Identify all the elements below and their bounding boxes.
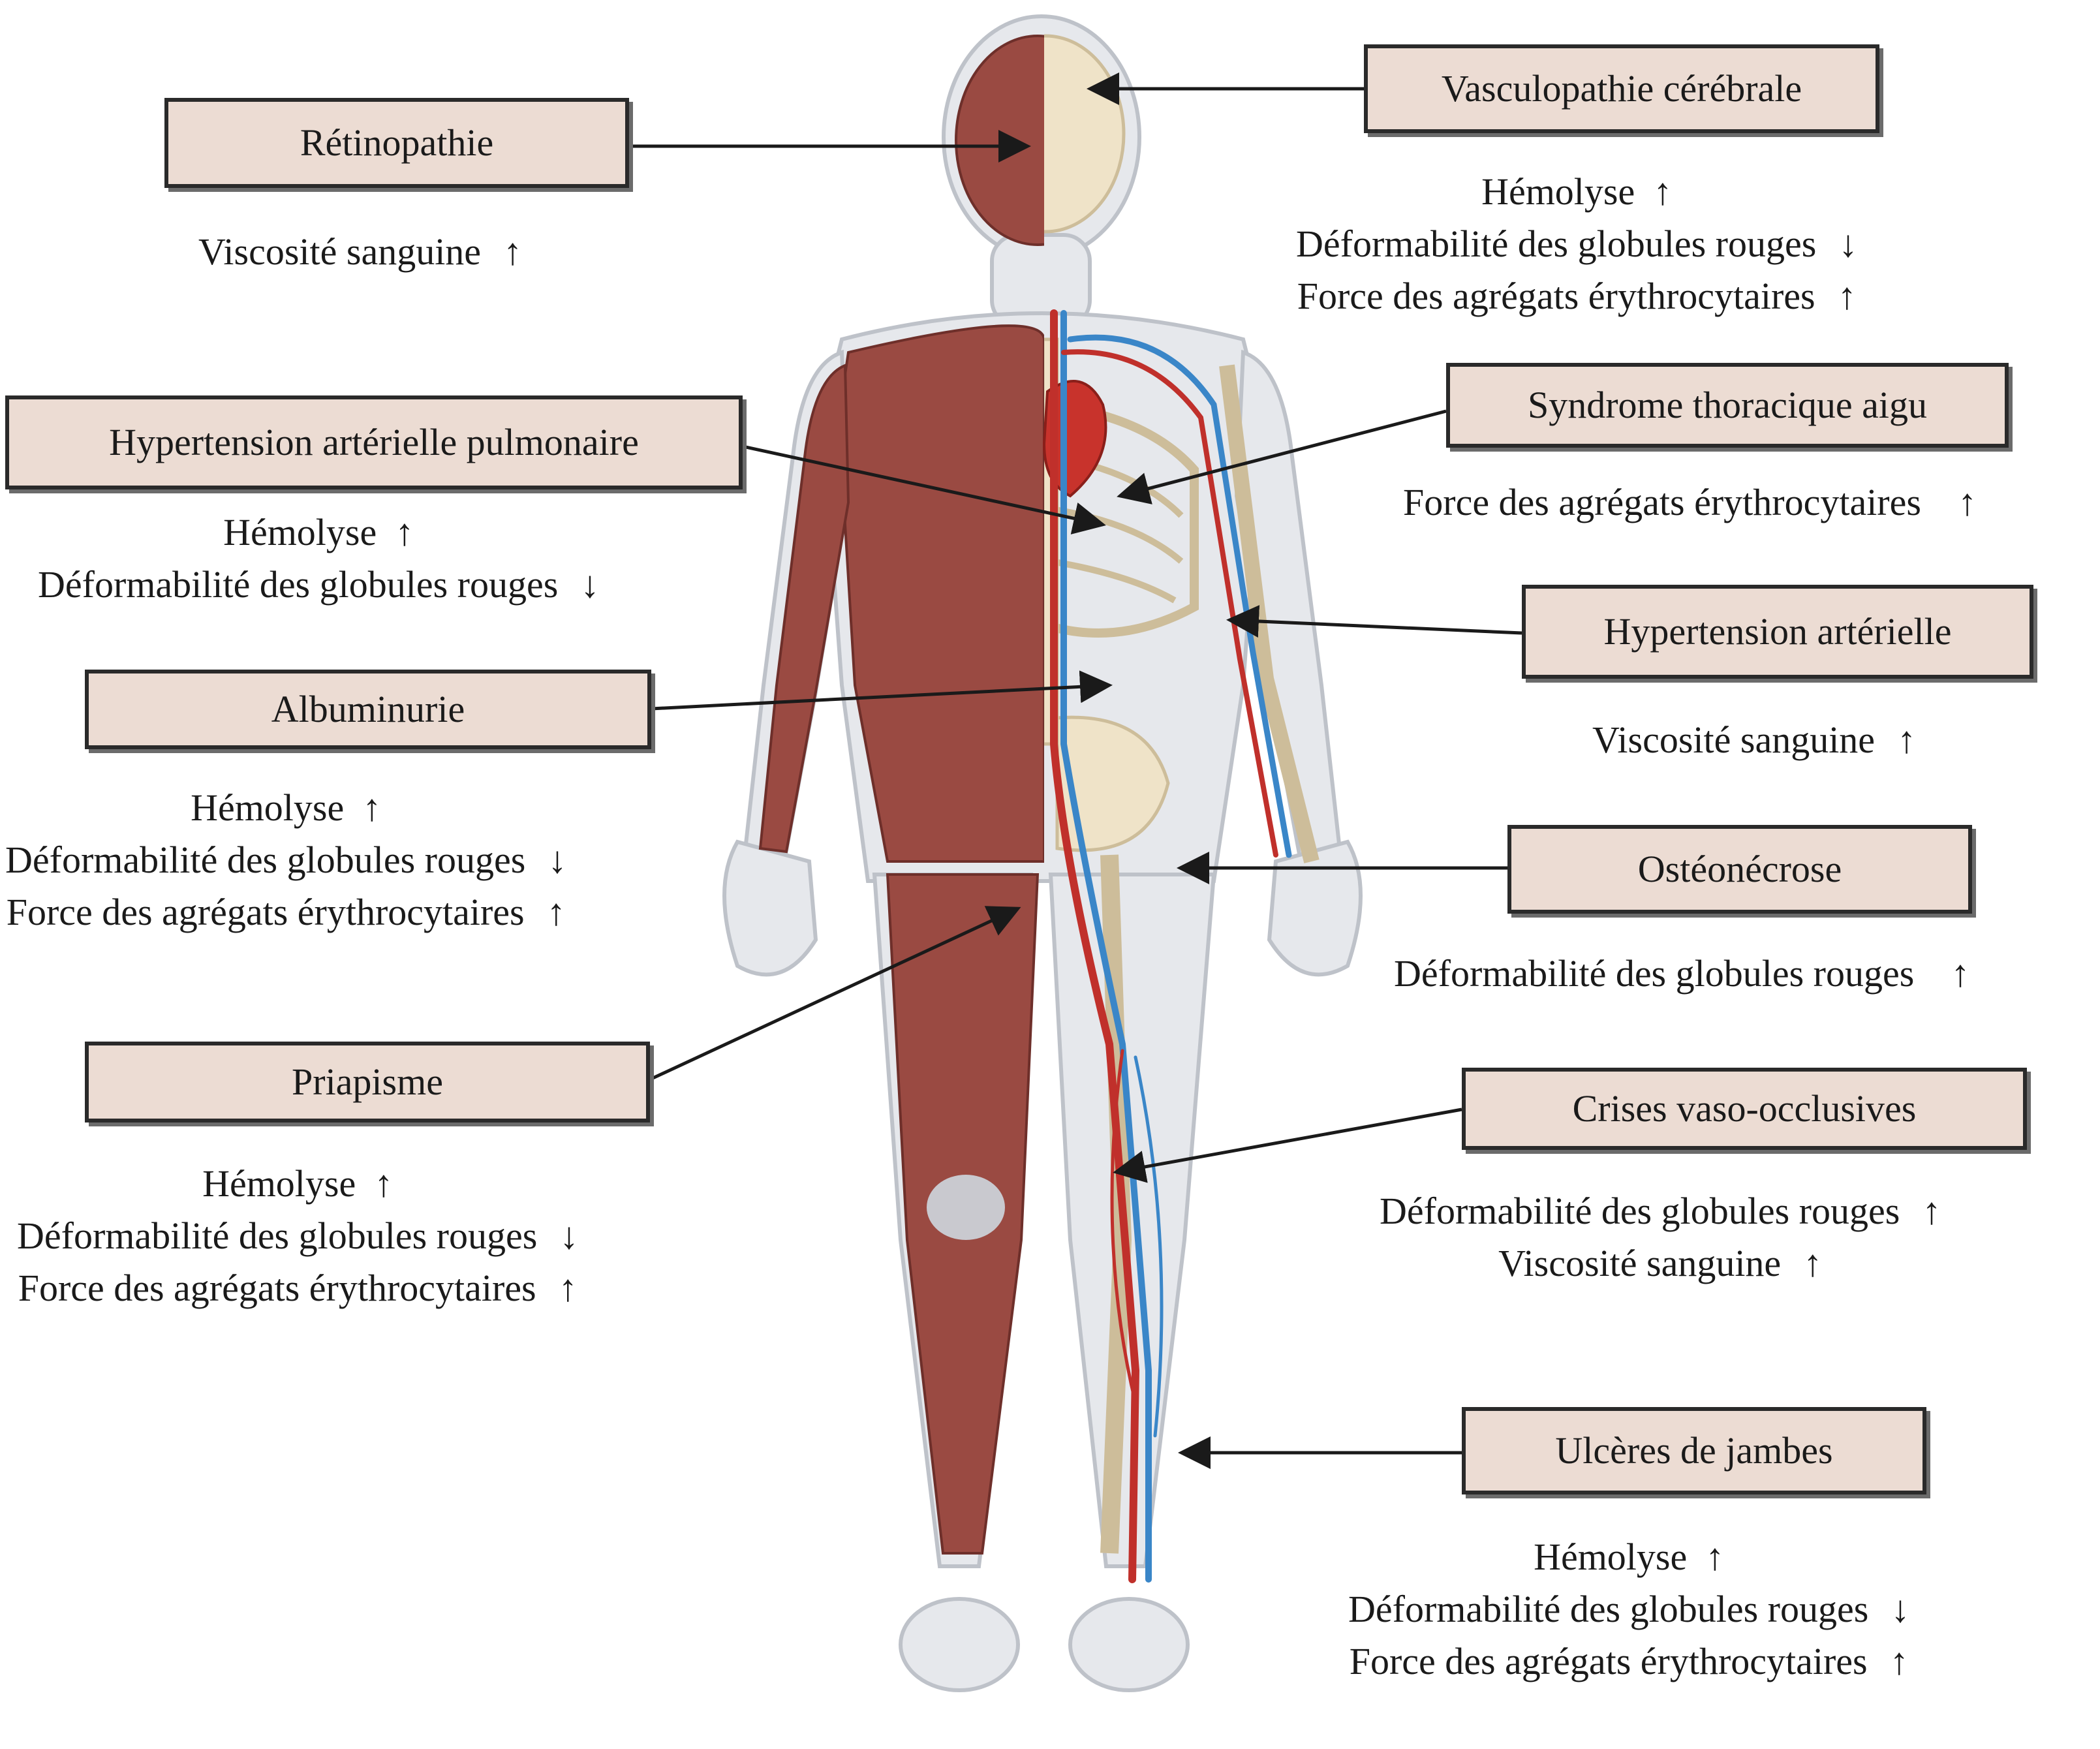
effect-line: Viscosité sanguine↑ (1592, 714, 1916, 766)
effects-hypertension-arterielle-pulmonaire: Hémolyse↑ Déformabilité des globules rou… (38, 506, 599, 611)
arrow-priapisme (649, 906, 1021, 1081)
down-arrow-icon: ↓ (580, 563, 600, 606)
effect-line: Viscosité sanguine↑ (1380, 1237, 1941, 1290)
callout-box-hypertension-arterielle: Hypertension artérielle (1522, 585, 2033, 679)
down-arrow-icon: ↓ (1891, 1588, 1910, 1630)
effect-line: Déformabilité des globules rouges↓ (5, 834, 566, 886)
up-arrow-icon: ↑ (1951, 952, 1970, 995)
up-arrow-icon: ↑ (1957, 481, 1977, 523)
effect-line: Force des agrégats érythrocytaires↑ (1296, 270, 1857, 322)
effects-retinopathie: Viscosité sanguine↑ (198, 226, 522, 278)
callout-box-vasculopathie-cerebrale: Vasculopathie cérébrale (1364, 44, 1879, 133)
arrow-albuminurie (651, 670, 1113, 711)
blood-vessels (1050, 309, 1292, 1583)
effect-line: Hémolyse↑ (38, 506, 599, 559)
effect-line: Déformabilité des globules rouges↓ (1296, 218, 1857, 270)
effect-line: Déformabilité des globules rouges↓ (1348, 1583, 1909, 1635)
effects-ulceres-de-jambes: Hémolyse↑ Déformabilité des globules rou… (1348, 1531, 1909, 1688)
callout-label: Ostéonécrose (1637, 848, 1842, 890)
effects-priapisme: Hémolyse↑ Déformabilité des globules rou… (17, 1158, 578, 1314)
effect-line: Déformabilité des globules rouges↓ (38, 559, 599, 611)
callout-box-priapisme: Priapisme (85, 1042, 650, 1122)
up-arrow-icon: ↑ (362, 786, 382, 829)
effect-line: Déformabilité des globules rouges↑ (1394, 948, 1969, 1000)
down-arrow-icon: ↓ (548, 839, 567, 881)
effect-line: Force des agrégats érythrocytaires↑ (17, 1262, 578, 1314)
arrow-crises (1113, 1107, 1462, 1183)
up-arrow-icon: ↑ (1653, 170, 1673, 213)
up-arrow-icon: ↑ (1889, 1640, 1909, 1682)
callout-label: Vasculopathie cérébrale (1441, 67, 1802, 110)
effects-crises-vaso-occlusives: Déformabilité des globules rouges↑ Visco… (1380, 1185, 1941, 1290)
arrow-syndrome-thoracique (1117, 409, 1447, 504)
callout-box-hypertension-arterielle-pulmonaire: Hypertension artérielle pulmonaire (5, 395, 743, 489)
callout-box-crises-vaso-occlusives: Crises vaso-occlusives (1462, 1068, 2027, 1150)
effect-line: Hémolyse↑ (5, 782, 566, 834)
effect-line: Déformabilité des globules rouges↓ (17, 1210, 578, 1262)
up-arrow-icon: ↑ (395, 511, 414, 553)
effects-albuminurie: Hémolyse↑ Déformabilité des globules rou… (5, 782, 566, 938)
callout-label: Rétinopathie (300, 121, 494, 164)
callout-box-syndrome-thoracique-aigu: Syndrome thoracique aigu (1446, 363, 2009, 448)
effects-vasculopathie-cerebrale: Hémolyse↑ Déformabilité des globules rou… (1296, 166, 1857, 322)
up-arrow-icon: ↑ (1837, 275, 1857, 317)
callout-box-retinopathie: Rétinopathie (164, 98, 629, 188)
up-arrow-icon: ↑ (1803, 1242, 1823, 1284)
callout-label: Priapisme (292, 1060, 443, 1103)
leader-arrows (629, 72, 1522, 1469)
effects-hypertension-arterielle: Viscosité sanguine↑ (1592, 714, 1916, 766)
up-arrow-icon: ↑ (546, 891, 566, 933)
down-arrow-icon: ↓ (1838, 223, 1858, 265)
callout-box-osteonecrose: Ostéonécrose (1507, 825, 1972, 914)
effects-syndrome-thoracique-aigu: Force des agrégats érythrocytaires↑ (1403, 476, 1977, 529)
up-arrow-icon: ↑ (1705, 1536, 1725, 1578)
callout-label: Syndrome thoracique aigu (1527, 384, 1928, 426)
effect-line: Hémolyse↑ (1348, 1531, 1909, 1583)
arrow-htap (742, 444, 1106, 534)
up-arrow-icon: ↑ (1897, 719, 1917, 761)
callout-label: Hypertension artérielle pulmonaire (109, 421, 639, 463)
effect-line: Force des agrégats érythrocytaires↑ (1348, 1635, 1909, 1688)
effect-line: Hémolyse↑ (17, 1158, 578, 1210)
callout-box-albuminurie: Albuminurie (85, 670, 651, 749)
effect-line: Force des agrégats érythrocytaires↑ (5, 886, 566, 938)
effect-line: Force des agrégats érythrocytaires↑ (1403, 476, 1977, 529)
callout-label: Albuminurie (271, 688, 465, 730)
up-arrow-icon: ↑ (374, 1162, 394, 1205)
effect-line: Hémolyse↑ (1296, 166, 1857, 218)
up-arrow-icon: ↑ (1922, 1190, 1941, 1232)
down-arrow-icon: ↓ (559, 1215, 579, 1257)
callout-label: Crises vaso-occlusives (1572, 1087, 1917, 1130)
effects-osteonecrose: Déformabilité des globules rouges↑ (1394, 948, 1969, 1000)
arrow-hypertension (1226, 605, 1522, 638)
effect-line: Déformabilité des globules rouges↑ (1380, 1185, 1941, 1237)
up-arrow-icon: ↑ (503, 230, 523, 273)
callout-label: Ulcères de jambes (1555, 1429, 1833, 1472)
callout-label: Hypertension artérielle (1603, 610, 1952, 653)
effect-line: Viscosité sanguine↑ (198, 226, 522, 278)
up-arrow-icon: ↑ (558, 1267, 578, 1309)
callout-box-ulceres-de-jambes: Ulcères de jambes (1462, 1407, 1926, 1494)
